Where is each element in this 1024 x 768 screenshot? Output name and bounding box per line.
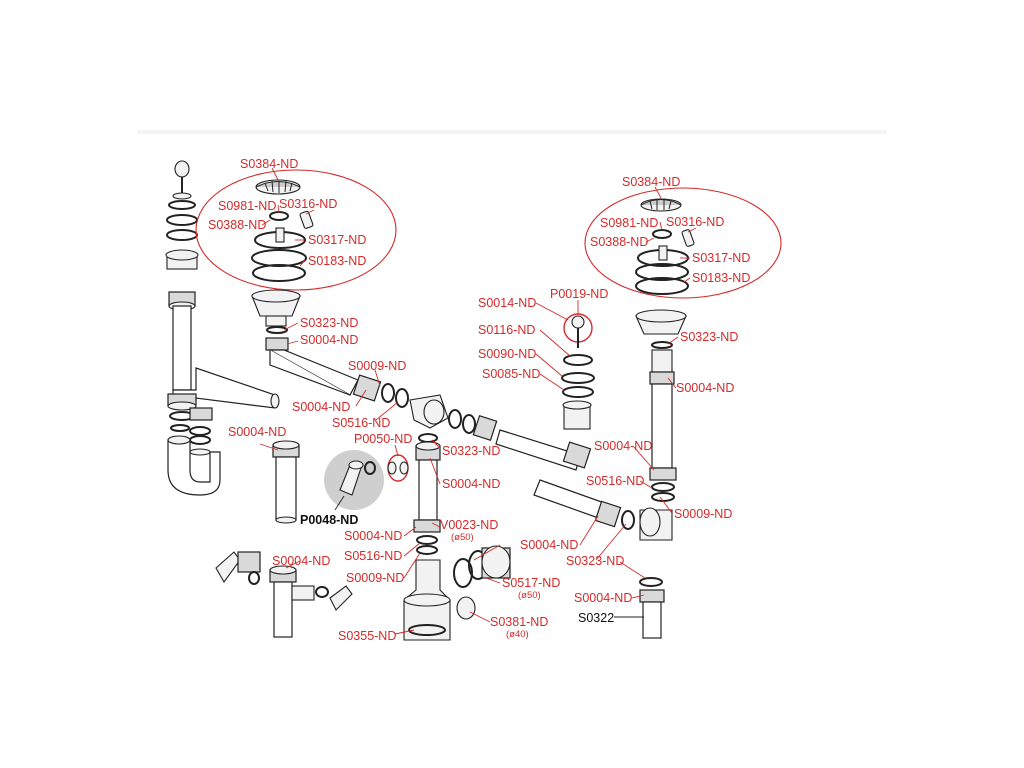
label-s0004-f: S0004-ND	[272, 554, 330, 568]
label-s0516-a: S0516-ND	[332, 416, 390, 430]
label-s0323-a: S0323-ND	[300, 316, 358, 330]
center-horizontal-pipe	[495, 400, 592, 471]
label-s0085: S0085-ND	[482, 367, 540, 381]
label-s0384-right: S0384-ND	[622, 175, 680, 189]
label-v0023-size: (ø50)	[451, 532, 474, 543]
label-s0388-left: S0388-ND	[208, 218, 266, 232]
label-s0116: S0116-ND	[478, 323, 535, 337]
leader-lines	[259, 167, 697, 635]
label-s0004-d: S0004-ND	[228, 425, 286, 439]
bottom-left-assembly	[215, 551, 353, 638]
right-basket-group-outline	[584, 187, 782, 299]
label-s0981-right: S0981-ND	[600, 216, 658, 230]
label-s0323-d: S0323-ND	[566, 554, 624, 568]
label-s0322: S0322	[578, 611, 614, 625]
bottom-whitespace	[0, 642, 1024, 768]
label-s0384-left: S0384-ND	[240, 157, 298, 171]
label-p0019: P0019-ND	[550, 287, 608, 301]
label-s0316-right: S0316-ND	[666, 215, 724, 229]
label-s0004-e: S0004-ND	[344, 529, 402, 543]
label-s0009-b: S0009-ND	[346, 571, 404, 585]
left-basket-group-outline	[195, 169, 397, 291]
label-s0009-c: S0009-ND	[674, 507, 732, 521]
label-s0323-c: S0323-ND	[680, 330, 738, 344]
center-stand	[403, 433, 451, 641]
label-s0009-a: S0009-ND	[348, 359, 406, 373]
middle-overflow-stack	[561, 313, 595, 398]
label-s0317-left: S0317-ND	[308, 233, 366, 247]
label-p0048: P0048-ND	[300, 513, 358, 527]
label-s0004-c: S0004-ND	[442, 477, 500, 491]
label-s0004-g: S0004-ND	[676, 381, 734, 395]
left-lower-standpipe	[272, 440, 300, 524]
label-s0004-h: S0004-ND	[594, 439, 652, 453]
label-s0381: S0381-ND	[490, 615, 548, 629]
right-outlet-assembly	[533, 309, 687, 639]
part-labels: S0384-ND S0981-ND S0316-ND S0388-ND S031…	[208, 157, 750, 643]
label-s0090: S0090-ND	[478, 347, 536, 361]
left-stack	[165, 160, 280, 496]
label-s0517: S0517-ND	[502, 576, 560, 590]
label-s0004-i: S0004-ND	[520, 538, 578, 552]
label-s0317-right: S0317-ND	[692, 251, 750, 265]
label-s0004-j: S0004-ND	[574, 591, 632, 605]
label-s0323-b: S0323-ND	[442, 444, 500, 458]
header-strip	[137, 130, 887, 134]
left-outlet-assembly	[251, 289, 498, 442]
v0023-rings	[453, 545, 511, 620]
label-s0516-b: S0516-ND	[344, 549, 402, 563]
label-s0517-size: (ø50)	[518, 590, 541, 601]
label-s0004-a: S0004-ND	[300, 333, 358, 347]
label-s0014: S0014-ND	[478, 296, 536, 310]
label-s0388-right: S0388-ND	[590, 235, 648, 249]
label-s0981-left: S0981-ND	[218, 199, 276, 213]
label-v0023: V0023-ND	[440, 518, 498, 532]
label-s0183-right: S0183-ND	[692, 271, 750, 285]
label-s0316-left: S0316-ND	[279, 197, 337, 211]
p0048-highlight	[324, 450, 384, 510]
label-p0050: P0050-ND	[354, 432, 412, 446]
label-s0183-left: S0183-ND	[308, 254, 366, 268]
p0050-fittings	[387, 454, 409, 482]
label-s0516-c: S0516-ND	[586, 474, 644, 488]
label-s0004-b: S0004-ND	[292, 400, 350, 414]
label-s0381-size: (ø40)	[506, 629, 529, 640]
label-s0355: S0355-ND	[338, 629, 396, 643]
